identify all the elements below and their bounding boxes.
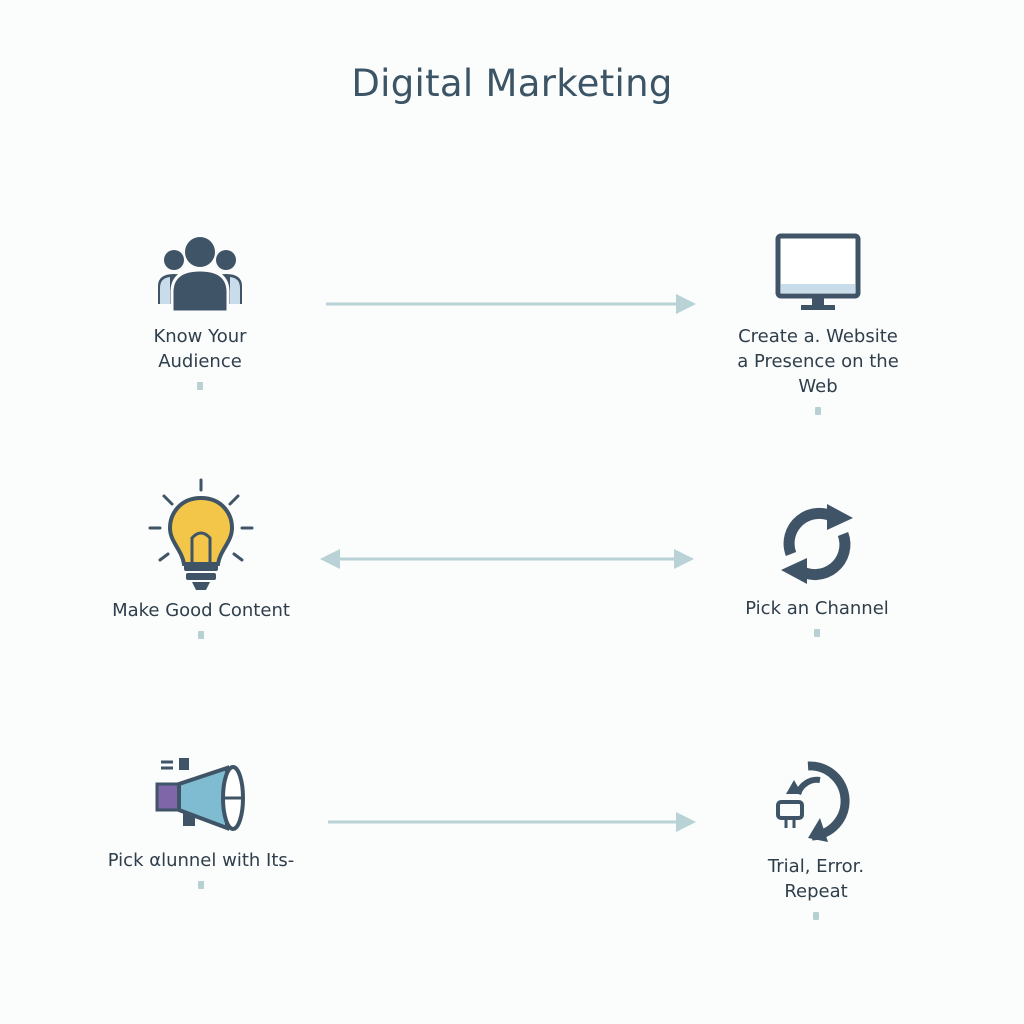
step-create-website: Create a. Website a Presence on the Web — [716, 232, 920, 415]
step-label: Create a. Website — [738, 326, 898, 347]
step-marker — [814, 629, 820, 637]
step-label: Make Good Content — [112, 600, 290, 621]
step-make-good-content: Make Good Content — [96, 476, 306, 639]
step-pick-channel: Pick an Channel — [712, 498, 922, 637]
step-know-your-audience: Know Your Audience — [100, 234, 300, 390]
step-label: Pick αlunnel with Its- — [107, 850, 295, 871]
refresh-cycle-icon — [781, 504, 853, 584]
audience-group-icon — [158, 237, 242, 312]
step-label: Pick an Channel — [745, 598, 889, 619]
step-label: Know Your — [153, 326, 247, 347]
step-marker — [813, 912, 819, 920]
step-marker — [197, 382, 203, 390]
flow-arrow-bidirectional — [320, 549, 694, 569]
step-pick-funnel: Pick αlunnel with Its- — [86, 754, 316, 889]
megaphone-icon — [155, 758, 245, 831]
lightbulb-icon — [148, 478, 254, 590]
flow-arrow — [328, 812, 696, 832]
diagram-title: Digital Marketing — [351, 62, 673, 105]
computer-monitor-icon — [775, 233, 861, 310]
step-label: a Presence on the — [737, 351, 899, 372]
step-marker — [198, 631, 204, 639]
step-label: Repeat — [784, 881, 848, 902]
step-label: Audience — [158, 351, 242, 372]
step-marker — [815, 407, 821, 415]
flow-arrow — [326, 294, 696, 314]
step-trial-error-repeat: Trial, Error. Repeat — [716, 754, 916, 920]
step-marker — [198, 881, 204, 889]
step-label: Trial, Error. — [767, 856, 865, 877]
step-label: Web — [798, 376, 838, 397]
retry-cycle-icon — [776, 761, 850, 842]
